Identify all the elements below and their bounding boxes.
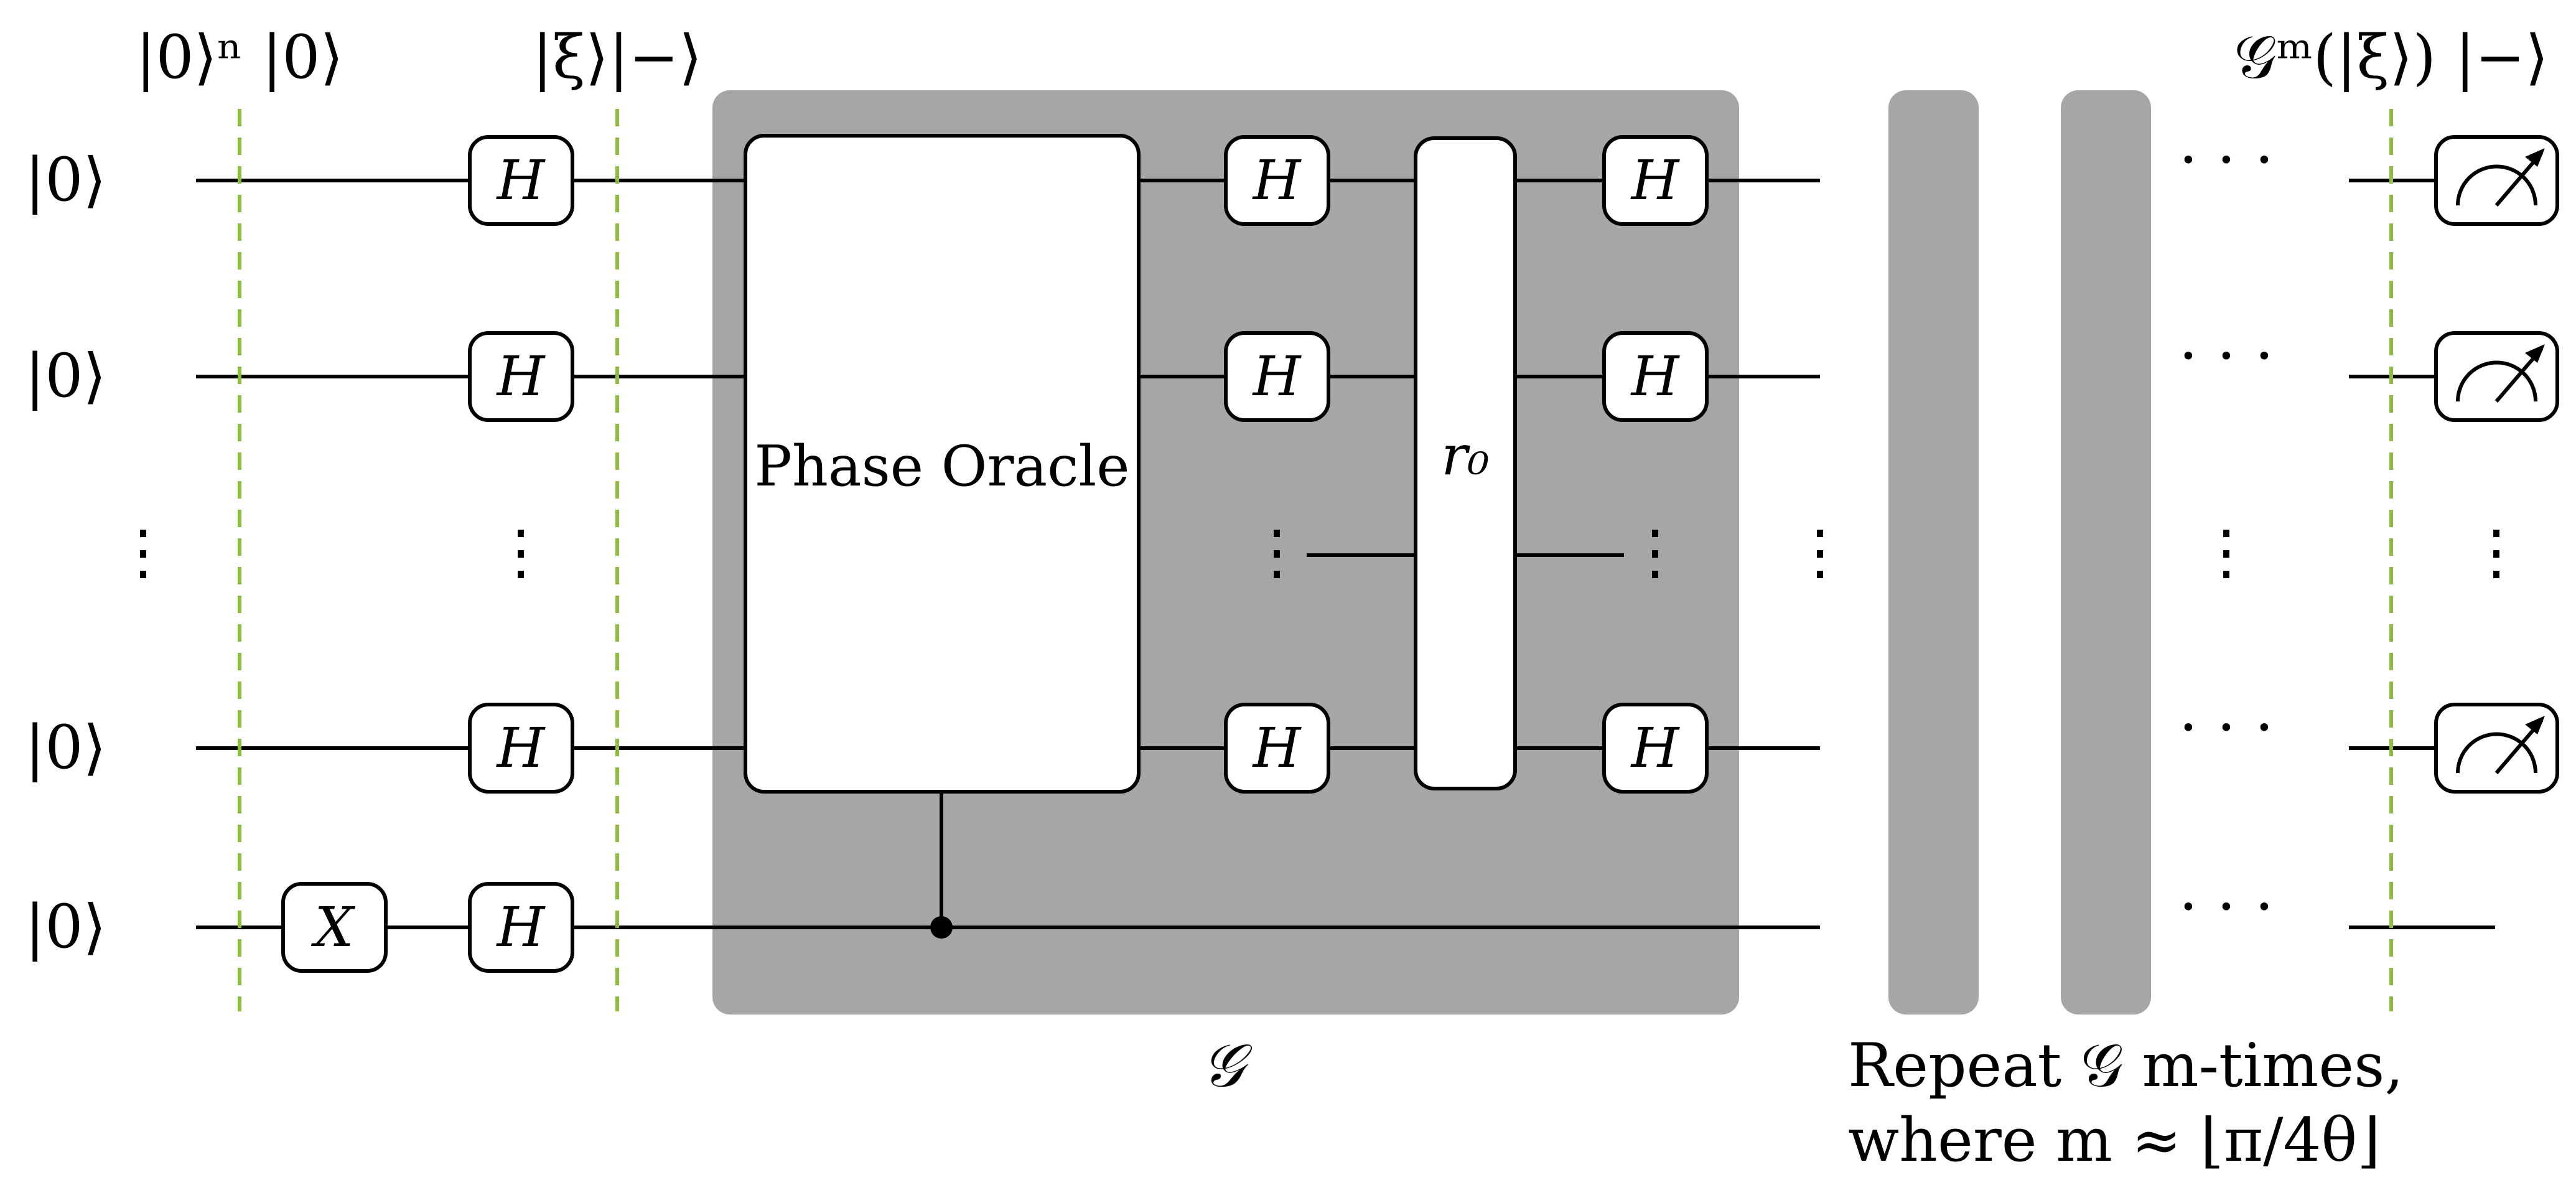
qubit-input-2: |0⟩ xyxy=(25,341,106,411)
repeat-block-2 xyxy=(2061,90,2151,1015)
ellipsis-row-3: · · · xyxy=(2179,693,2274,762)
ellipsis-row-vertical: ⋮ xyxy=(2196,517,2256,587)
h-gate-init-2-label: H xyxy=(496,344,546,408)
h-gate-diffuser-b-1 xyxy=(1602,135,1709,226)
qubit-input-3: |0⟩ xyxy=(25,713,106,782)
repeat-block-1 xyxy=(1888,90,1979,1015)
meter-icon xyxy=(2434,331,2559,422)
h-gate-init-3-label: H xyxy=(496,716,546,780)
h-gate-diffuser-a-2 xyxy=(1224,331,1330,422)
ellipsis-diffuser-b: ⋮ xyxy=(1625,517,1685,587)
h-gate-diffuser-a-1-label: H xyxy=(1252,148,1302,212)
grover-operator-label: 𝒢 xyxy=(1202,1031,1253,1100)
h-gate-diffuser-b-2 xyxy=(1602,331,1709,422)
reflection-gate xyxy=(1414,136,1517,790)
ellipsis-init-column: ⋮ xyxy=(491,517,551,587)
ellipsis-row-1: · · · xyxy=(2179,125,2274,195)
x-gate-label: X xyxy=(311,895,356,959)
h-gate-diffuser-b-3 xyxy=(1602,703,1709,794)
phase-oracle-gate xyxy=(744,134,1141,794)
superposition-state-label: |ξ⟩|−⟩ xyxy=(533,22,702,92)
ellipsis-diffuser-a: ⋮ xyxy=(1247,517,1307,587)
phase-oracle-label: Phase Oracle xyxy=(754,434,1129,499)
h-gate-init-3 xyxy=(468,703,574,794)
h-gate-diffuser-a-3-label: H xyxy=(1252,716,1302,780)
h-gate-init-1 xyxy=(468,135,574,226)
h-gate-init-1-label: H xyxy=(496,148,546,212)
meter-icon xyxy=(2434,703,2559,794)
ancilla-input: |0⟩ xyxy=(25,892,106,962)
ellipsis-row-2: · · · xyxy=(2179,321,2274,391)
ellipsis-wires-mid: ⋮ xyxy=(1790,517,1850,587)
h-gate-diffuser-b-3-label: H xyxy=(1630,716,1681,780)
meter-icon xyxy=(2434,135,2559,226)
ellipsis-inputs: ⋮ xyxy=(113,517,173,587)
footnote-line-1: Repeat 𝒢 m-times, xyxy=(1848,1031,2404,1100)
reflection-label: r₀ xyxy=(1441,423,1489,487)
final-state-label: 𝒢ᵐ(|ξ⟩) |−⟩ xyxy=(2234,22,2549,92)
h-gate-diffuser-b-2-label: H xyxy=(1630,344,1681,408)
footnote-line-2: where m ≈ ⌊π/4θ⌋ xyxy=(1848,1105,2381,1175)
ellipsis-meter-column: ⋮ xyxy=(2466,517,2526,587)
ellipsis-row-ancilla: · · · xyxy=(2179,872,2274,942)
h-gate-diffuser-a-1 xyxy=(1224,135,1330,226)
control-dot-icon xyxy=(930,916,953,939)
h-gate-init-ancilla-label: H xyxy=(496,895,546,959)
h-gate-diffuser-b-1-label: H xyxy=(1630,148,1681,212)
x-gate xyxy=(281,882,388,973)
h-gate-diffuser-a-3 xyxy=(1224,703,1330,794)
h-gate-init-ancilla xyxy=(468,882,574,973)
h-gate-diffuser-a-2-label: H xyxy=(1252,344,1302,408)
qubit-input-1: |0⟩ xyxy=(25,145,106,215)
h-gate-init-2 xyxy=(468,331,574,422)
init-state-label: |0⟩ⁿ |0⟩ xyxy=(136,22,343,92)
